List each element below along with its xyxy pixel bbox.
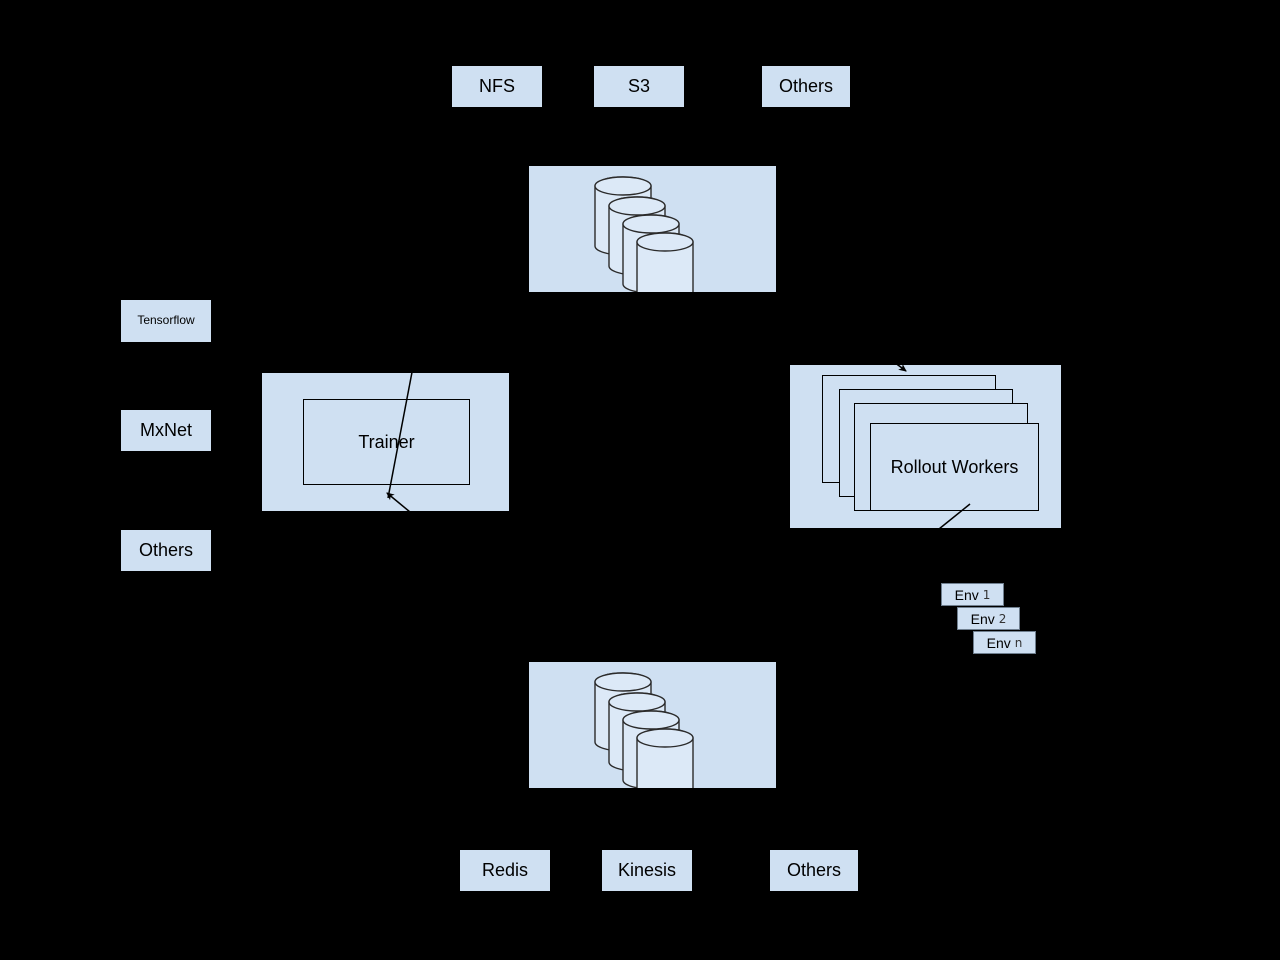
env-item-1-name: Env [954, 586, 979, 603]
framework-node-tensorflow[interactable]: Tensorflow [120, 299, 212, 343]
env-item-2-name: Env [970, 610, 995, 627]
trainer-box[interactable]: Trainer [303, 399, 470, 485]
env-item-n-name: Env [986, 634, 1011, 651]
storage-node-others-label: Others [778, 75, 834, 96]
rollout-workers-label: Rollout Workers [890, 456, 1019, 477]
database-cylinder-stack-top-icon [594, 176, 694, 312]
trainer-label: Trainer [358, 431, 415, 452]
queue-node-redis[interactable]: Redis [459, 849, 551, 892]
framework-node-mxnet[interactable]: MxNet [120, 409, 212, 452]
database-cylinder-stack-bottom-icon [594, 672, 694, 808]
queue-node-others-label: Others [786, 859, 842, 880]
env-item-1-index: 1 [982, 587, 991, 602]
framework-node-tensorflow-label: Tensorflow [137, 313, 195, 328]
storage-node-nfs[interactable]: NFS [451, 65, 543, 108]
storage-node-s3-label: S3 [627, 75, 651, 96]
framework-node-mxnet-label: MxNet [139, 419, 192, 440]
env-item-1[interactable]: Env 1 [941, 583, 1004, 606]
framework-node-others-label: Others [138, 539, 194, 560]
storage-node-nfs-label: NFS [479, 75, 515, 96]
queue-node-kinesis[interactable]: Kinesis [601, 849, 693, 892]
env-item-n-index: n [1014, 635, 1023, 650]
object-store-top-panel[interactable] [529, 166, 776, 312]
queue-node-kinesis-label: Kinesis [617, 859, 677, 880]
object-store-bottom-panel[interactable] [529, 662, 776, 808]
env-item-2-index: 2 [998, 611, 1007, 626]
queue-node-others[interactable]: Others [769, 849, 859, 892]
rollout-worker-stack-item-4[interactable]: Rollout Workers [870, 423, 1039, 511]
env-item-2[interactable]: Env 2 [957, 607, 1020, 630]
storage-node-s3[interactable]: S3 [593, 65, 685, 108]
framework-node-others[interactable]: Others [120, 529, 212, 572]
storage-node-others[interactable]: Others [761, 65, 851, 108]
queue-node-redis-label: Redis [481, 859, 529, 880]
env-item-n[interactable]: Env n [973, 631, 1036, 654]
